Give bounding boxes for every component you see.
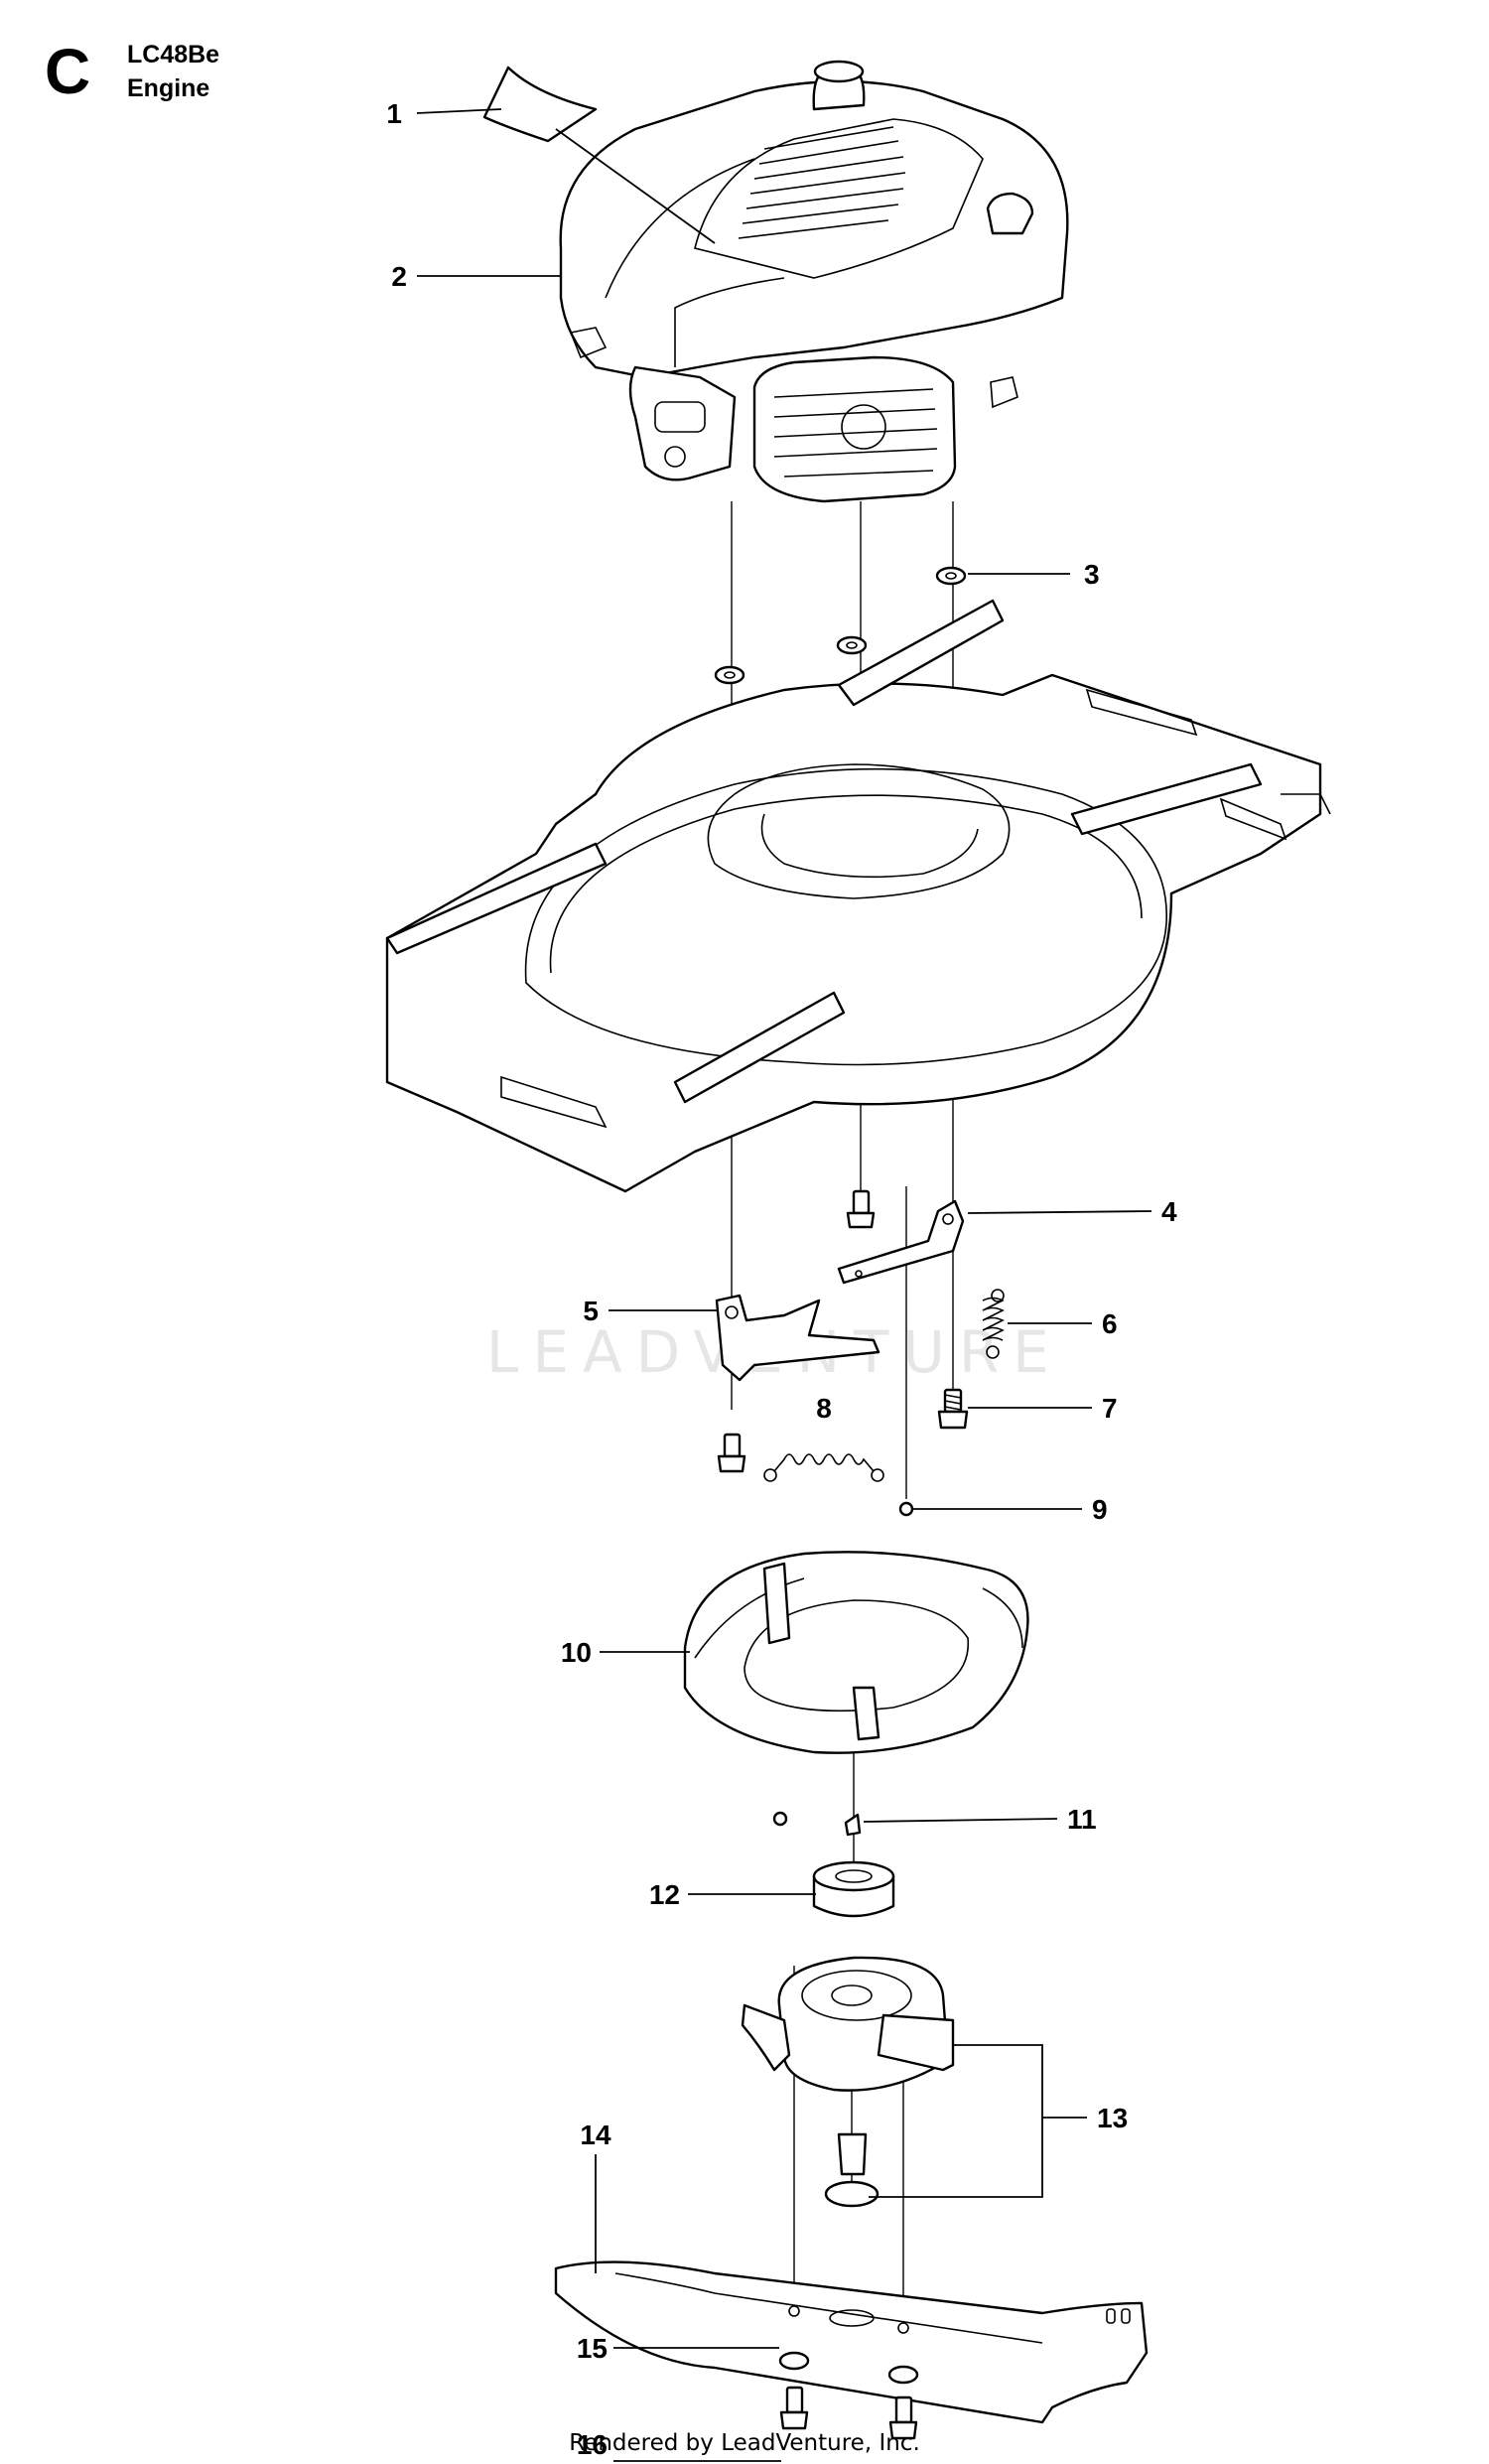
part-4-bracket[interactable] — [837, 1199, 965, 1285]
part-14-blade[interactable] — [554, 2260, 1149, 2424]
callout-1[interactable]: 1 — [386, 98, 402, 129]
part-1-decal[interactable] — [482, 66, 598, 143]
part-13-blade-adapter[interactable] — [741, 1956, 955, 2208]
footer-credit: Rendered by LeadVenture, Inc. — [569, 2430, 920, 2456]
callout-6[interactable]: 6 — [1102, 1308, 1118, 1339]
callout-11[interactable]: 11 — [1067, 1804, 1097, 1835]
model-name: LC48Be — [127, 41, 220, 68]
callout-3[interactable]: 3 — [1084, 559, 1100, 590]
mower-deck[interactable] — [385, 599, 1331, 1193]
section-letter: C — [45, 36, 91, 107]
callout-9[interactable]: 9 — [1092, 1494, 1108, 1525]
callout-15[interactable]: 15 — [577, 2333, 608, 2364]
callout-7[interactable]: 7 — [1102, 1393, 1118, 1424]
housing-screw — [772, 1811, 788, 1827]
callout-labels: 1 2 3 4 5 6 7 8 9 10 11 12 13 14 15 16 — [386, 98, 1177, 2460]
part-15-washer[interactable] — [778, 2351, 919, 2385]
callout-14[interactable]: 14 — [580, 2120, 611, 2150]
part-16-bolts[interactable] — [779, 2386, 918, 2440]
callout-5[interactable]: 5 — [583, 1296, 599, 1326]
deck-bolt-left — [717, 1433, 746, 1473]
diagram-title: Engine — [127, 74, 210, 102]
part-9-screw[interactable] — [898, 1501, 914, 1517]
part-3-washers[interactable] — [714, 566, 967, 685]
part-8-spring[interactable] — [763, 1453, 884, 1482]
callout-12[interactable]: 12 — [649, 1879, 680, 1910]
callout-10[interactable]: 10 — [561, 1637, 592, 1668]
part-5-bracket[interactable] — [715, 1294, 880, 1382]
part-10-housing[interactable] — [683, 1551, 1029, 1754]
part-2-engine[interactable] — [559, 60, 1069, 503]
part-6-spring[interactable] — [982, 1289, 1005, 1359]
callout-2[interactable]: 2 — [391, 261, 407, 292]
callout-16[interactable]: 16 — [577, 2429, 608, 2460]
leader-lines — [416, 108, 1152, 2462]
callout-13[interactable]: 13 — [1097, 2103, 1128, 2133]
callout-8[interactable]: 8 — [816, 1393, 832, 1424]
deck-bolt-center — [846, 1189, 876, 1229]
callout-4[interactable]: 4 — [1161, 1196, 1177, 1227]
part-7-bolt[interactable] — [937, 1388, 969, 1430]
part-12-bushing[interactable] — [812, 1860, 895, 1918]
part-11-key[interactable] — [844, 1813, 862, 1837]
